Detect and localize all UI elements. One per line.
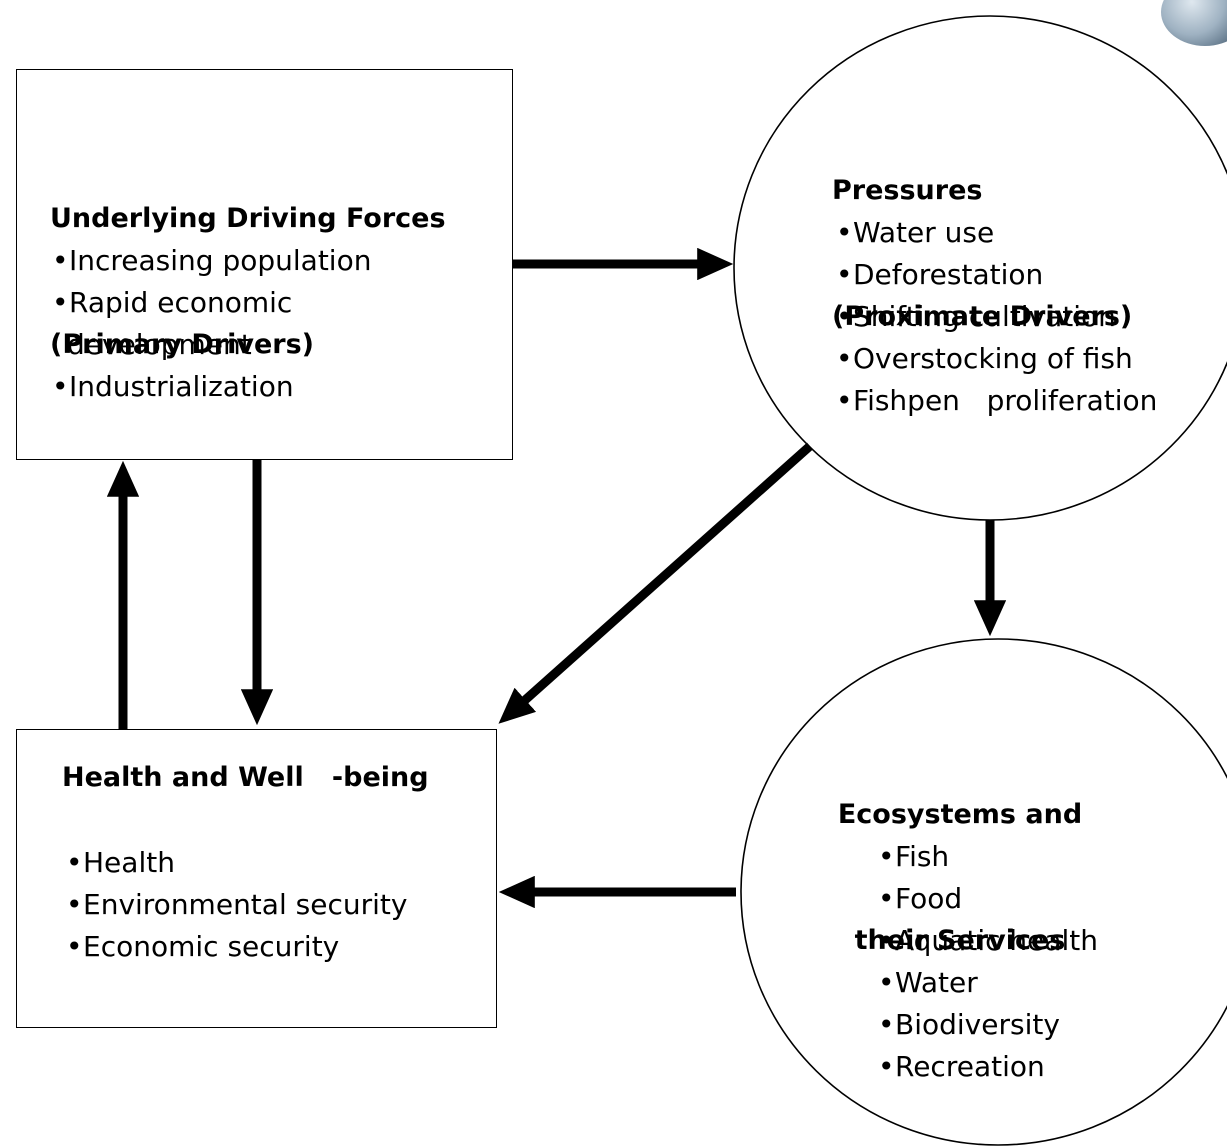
ecosystems-title-line1: Ecosystems and: [837, 799, 1083, 830]
list-item: Recreation: [878, 1046, 1098, 1088]
list-item: Environmental security: [66, 884, 407, 926]
list-item: Deforestation: [836, 254, 1157, 296]
health-title: Health and Well -being: [62, 762, 429, 793]
list-item: Food: [878, 878, 1098, 920]
list-item: Shifting cultivation: [836, 296, 1157, 338]
driving-forces-box: [16, 69, 513, 460]
list-item: Rapid economic: [52, 282, 371, 324]
list-item: Overstocking of fish: [836, 338, 1157, 380]
pressures-title-line1: Pressures: [832, 175, 983, 206]
arrow-pressures-to-health: [498, 442, 813, 724]
list-item: Increasing population: [52, 240, 371, 282]
ecosystems-circle: [740, 638, 1227, 1146]
health-box: [16, 729, 497, 1028]
health-list: Health Environmental security Economic s…: [66, 842, 407, 968]
list-item: Water use: [836, 212, 1157, 254]
list-item: Water: [878, 962, 1098, 1004]
list-item-continuation: development: [67, 328, 252, 361]
list-item: Aquatic health: [878, 920, 1098, 962]
pressures-list: Water use Deforestation Shifting cultiva…: [836, 212, 1157, 422]
ecosystems-list: Fish Food Aquatic health Water Biodivers…: [878, 836, 1098, 1088]
list-item: Fishpen proliferation: [836, 380, 1157, 422]
driving-forces-title: Underlying Driving Forces (Primary Drive…: [50, 114, 446, 408]
list-item: Health: [66, 842, 407, 884]
list-item: Industrialization: [52, 366, 371, 408]
list-item: Biodiversity: [878, 1004, 1098, 1046]
driving-forces-list: Increasing population Rapid economic dev…: [52, 240, 371, 408]
list-item: Economic security: [66, 926, 407, 968]
list-item: Fish: [878, 836, 1098, 878]
driving-forces-title-line2: (Primary Drivers): [50, 329, 314, 360]
driving-forces-title-line1: Underlying Driving Forces: [50, 203, 446, 234]
